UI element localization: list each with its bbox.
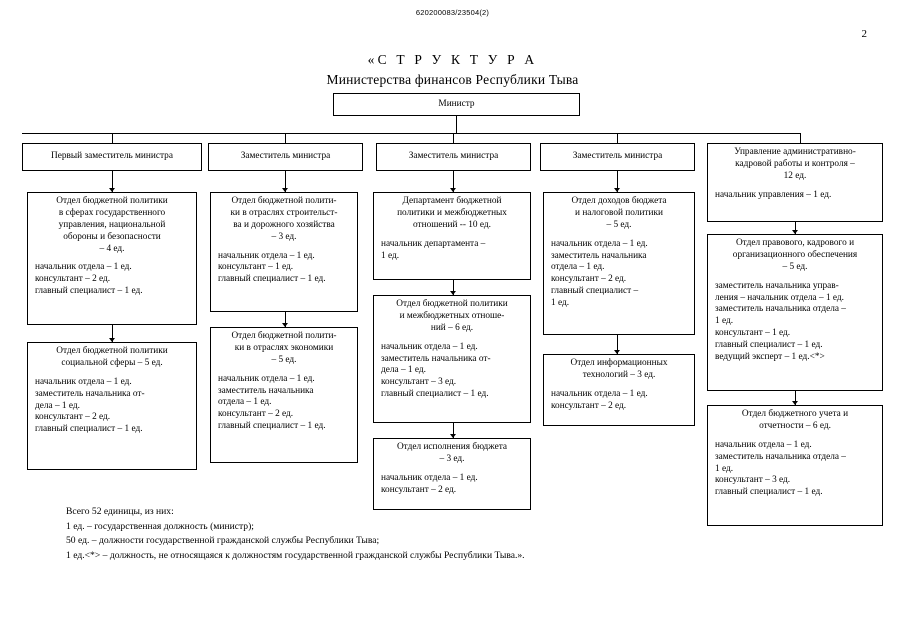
node-dept-interbudget-relations-staff: начальник отдела – 1 ед. заместитель нач… (381, 341, 491, 400)
footnote-total: Всего 52 единицы, из них: (66, 506, 174, 517)
footnote-civil-service: 50 ед. – должности государственной гражд… (66, 535, 380, 547)
connector-drop-col1 (112, 133, 113, 143)
node-deputy-minister-3-label: Заместитель министра (408, 151, 499, 162)
footnote-non-civil-service: 1 ед.<*> – должность, не относящаяся к д… (66, 549, 525, 561)
node-deputy-minister-2: Заместитель министра (208, 143, 363, 171)
node-dept-budget-policy-social-staff: начальник отдела – 1 ед. заместитель нач… (35, 376, 145, 435)
node-admin-hr-control-directorate-title: Управление административно- кадровой раб… (734, 147, 856, 181)
node-first-deputy-minister-label: Первый заместитель министра (51, 151, 173, 162)
connector-drop-col3 (453, 133, 454, 143)
connector-bus (22, 133, 801, 134)
arrow-col5-b (792, 401, 798, 405)
title-line-1: «С Т Р У К Т У Р А (367, 52, 538, 67)
footnote-state-position: 1 ед. – государственная должность (минис… (66, 520, 254, 532)
node-minister: Министр (333, 93, 580, 116)
node-dept-budget-policy-construction: Отдел бюджетной полити- ки в отраслях ст… (210, 192, 358, 312)
connector-col1-b (112, 325, 113, 342)
connector-drop-col4 (617, 133, 618, 143)
node-dept-budget-policy-govadmin: Отдел бюджетной политики в сферах госуда… (27, 192, 197, 325)
arrow-col1-b (109, 338, 115, 342)
node-dept-budget-policy-economy: Отдел бюджетной полити- ки в отраслях эк… (210, 327, 358, 463)
page-title: «С Т Р У К Т У Р А Министерства финансов… (0, 50, 905, 91)
node-dept-budget-policy-economy-staff: начальник отдела – 1 ед. заместитель нач… (218, 373, 326, 432)
connector-root-stem (456, 116, 457, 133)
connector-col5-a (795, 222, 796, 234)
connector-drop-col2 (285, 133, 286, 143)
connector-col4-a (617, 171, 618, 192)
node-department-budget-policy: Департамент бюджетной политики и межбюдж… (373, 192, 531, 280)
node-dept-interbudget-relations-title: Отдел бюджетной политики и межбюджетных … (396, 299, 508, 333)
connector-col2-b (285, 312, 286, 327)
document-code: 620200083/23504(2) (415, 8, 490, 17)
connector-col4-b (617, 335, 618, 354)
connector-col2-a (285, 171, 286, 192)
arrow-col1-a (109, 188, 115, 192)
arrow-col4-a (614, 188, 620, 192)
node-minister-label: Министр (438, 98, 475, 109)
arrow-col4-b (614, 350, 620, 354)
node-dept-budget-execution-title: Отдел исполнения бюджета – 3 ед. (396, 442, 508, 464)
arrow-col5-a (792, 230, 798, 234)
connector-col3-a (453, 171, 454, 192)
arrow-col3-c (450, 434, 456, 438)
node-dept-information-technology-staff: начальник отдела – 1 ед. консультант – 2… (551, 388, 648, 411)
node-deputy-minister-2-label: Заместитель министра (240, 151, 331, 162)
node-dept-budget-policy-social-title: Отдел бюджетной политики социальной сфер… (56, 346, 168, 368)
node-dept-budget-accounting-reporting-title: Отдел бюджетного учета и отчетности – 6 … (741, 409, 849, 431)
node-dept-budget-execution: Отдел исполнения бюджета – 3 ед. начальн… (373, 438, 531, 510)
node-deputy-minister-3: Заместитель министра (376, 143, 531, 171)
arrow-col2-b (282, 323, 288, 327)
connector-col5-b (795, 391, 796, 405)
node-dept-legal-hr-organizational: Отдел правового, кадрового и организацио… (707, 234, 883, 391)
arrow-col3-a (450, 188, 456, 192)
node-dept-legal-hr-organizational-title: Отдел правового, кадрового и организацио… (732, 238, 858, 272)
connector-col3-b (453, 280, 454, 295)
connector-drop-col5 (800, 133, 801, 143)
node-dept-budget-policy-govadmin-staff: начальник отдела – 1 ед. консультант – 2… (35, 262, 143, 297)
node-admin-hr-control-directorate-staff: начальник управления – 1 ед. (715, 189, 832, 200)
node-dept-budget-policy-economy-title: Отдел бюджетной полити- ки в отраслях эк… (231, 331, 337, 365)
node-deputy-minister-4: Заместитель министра (540, 143, 695, 171)
node-department-budget-policy-staff: начальник департамента – 1 ед. (381, 238, 486, 261)
node-dept-budget-accounting-reporting: Отдел бюджетного учета и отчетности – 6 … (707, 405, 883, 526)
node-dept-budget-revenue-tax-title: Отдел доходов бюджета и налоговой полити… (571, 196, 667, 230)
node-department-budget-policy-title: Департамент бюджетной политики и межбюдж… (397, 196, 507, 230)
node-dept-budget-accounting-reporting-staff: начальник отдела – 1 ед. заместитель нач… (715, 439, 846, 498)
arrow-col2-a (282, 188, 288, 192)
title-line-2: Министерства финансов Республики Тыва (326, 72, 579, 88)
connector-col3-c (453, 423, 454, 438)
node-admin-hr-control-directorate: Управление административно- кадровой раб… (707, 143, 883, 222)
node-dept-budget-revenue-tax: Отдел доходов бюджета и налоговой полити… (543, 192, 695, 335)
node-dept-budget-revenue-tax-staff: начальник отдела – 1 ед. заместитель нач… (551, 238, 648, 309)
node-dept-budget-policy-govadmin-title: Отдел бюджетной политики в сферах госуда… (56, 196, 168, 254)
node-first-deputy-minister: Первый заместитель министра (22, 143, 202, 171)
node-dept-interbudget-relations: Отдел бюджетной политики и межбюджетных … (373, 295, 531, 423)
node-dept-budget-policy-social: Отдел бюджетной политики социальной сфер… (27, 342, 197, 470)
node-dept-information-technology-title: Отдел информационных технологий – 3 ед. (570, 358, 668, 380)
node-dept-budget-policy-construction-staff: начальник отдела – 1 ед. консультант – 1… (218, 250, 326, 285)
node-dept-information-technology: Отдел информационных технологий – 3 ед. … (543, 354, 695, 426)
node-dept-budget-execution-staff: начальник отдела – 1 ед. консультант – 2… (381, 472, 478, 495)
footnotes: Всего 52 единицы, из них: 1 ед. – госуда… (66, 505, 525, 563)
connector-col1-a (112, 171, 113, 192)
arrow-col3-b (450, 291, 456, 295)
node-dept-legal-hr-organizational-staff: заместитель начальника управ- ления – на… (715, 280, 846, 363)
node-deputy-minister-4-label: Заместитель министра (572, 151, 663, 162)
page-number: 2 (861, 28, 868, 40)
node-dept-budget-policy-construction-title: Отдел бюджетной полити- ки в отраслях ст… (230, 196, 338, 242)
